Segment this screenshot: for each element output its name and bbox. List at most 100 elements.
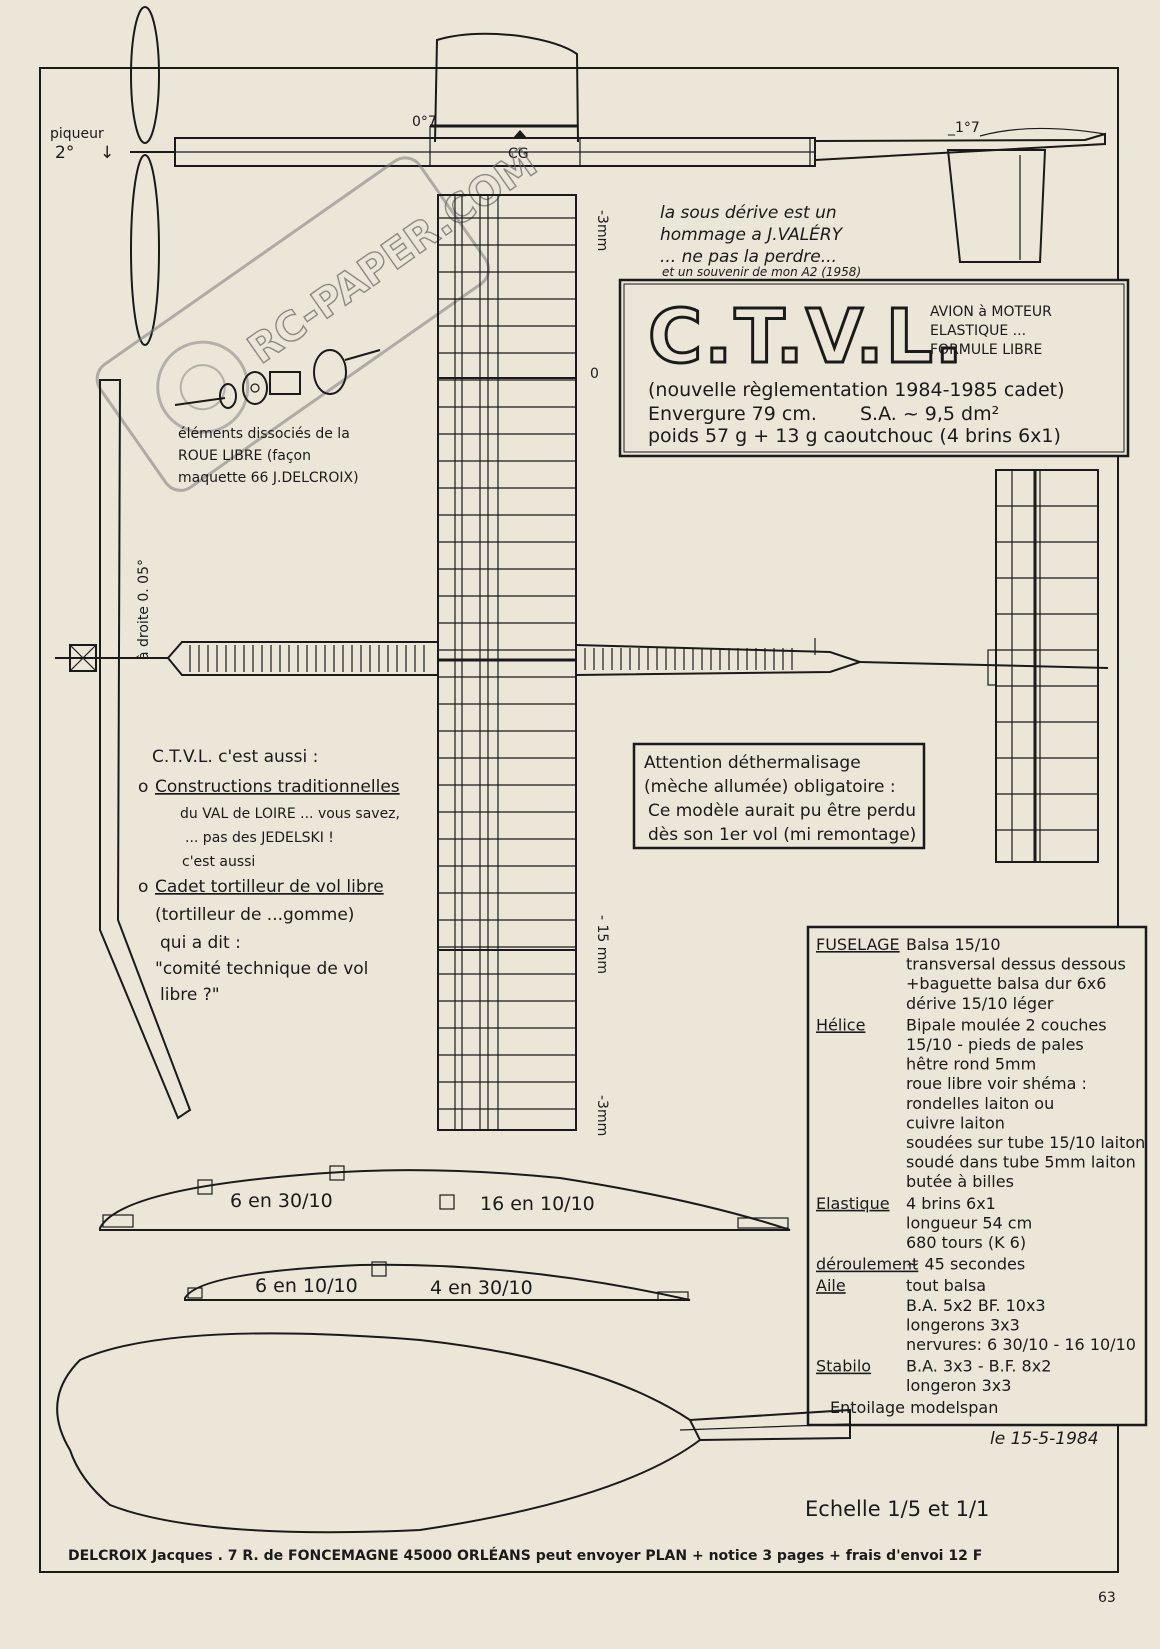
fin-outline <box>434 32 579 143</box>
spec-line: roue libre voir shéma : <box>906 1074 1087 1093</box>
page-frame <box>39 67 1119 1573</box>
wing-dim-tip: - 15 mm <box>594 915 610 974</box>
propeller-blade-top <box>130 6 160 144</box>
spec-line: B.A. 3x3 - B.F. 8x2 <box>906 1357 1051 1376</box>
spec-line: tout balsa <box>906 1276 986 1295</box>
freewheel-line-2: ROUE LIBRE (façon <box>178 448 311 464</box>
wing-dim-center: 0 <box>590 366 599 382</box>
spec-line: soudé dans tube 5mm laiton <box>906 1153 1136 1172</box>
dedication-line-4: et un souvenir de mon A2 (1958) <box>662 265 861 279</box>
rib-small-right: 4 en 30/10 <box>430 1277 533 1299</box>
wing-plan: -3mm 0 - 15 mm -3mm <box>437 194 610 1136</box>
rib-large-right: 16 en 10/10 <box>480 1193 595 1215</box>
spec-label: FUSELAGE <box>816 935 900 954</box>
nose-block <box>69 644 97 672</box>
piqueur-label: piqueur <box>50 126 104 142</box>
ctvl-note: C.T.V.L. c'est aussi : o Constructions t… <box>138 747 400 1005</box>
dt-line-1: Attention déthermalisage <box>644 753 861 773</box>
spec-label: déroulement <box>816 1255 918 1274</box>
sub-fin <box>946 149 1047 263</box>
stamp-text: RC-PAPER.COM <box>240 140 546 373</box>
span-text: Envergure 79 cm. <box>648 403 817 425</box>
spec-line: hêtre rond 5mm <box>906 1055 1036 1074</box>
spec-line: B.A. 5x2 BF. 10x3 <box>906 1296 1046 1315</box>
right-thrust-label: à droite 0. 05° <box>136 559 152 660</box>
footer-address: DELCROIX Jacques . 7 R. de FONCEMAGNE 45… <box>68 1547 982 1564</box>
ctvl-item-3-line-4: "comité technique de vol <box>155 959 368 979</box>
spec-line: nervures: 6 30/10 - 16 10/10 <box>906 1335 1136 1354</box>
spec-line: Bipale moulée 2 couches <box>906 1015 1107 1034</box>
subtitle-line-3: FORMULE LIBRE <box>930 342 1042 358</box>
dt-warning-box: Attention déthermalisage (mèche allumée)… <box>632 742 926 850</box>
dedication-line-2: hommage a J.VALÉRY <box>660 223 844 245</box>
subtitle-line-2: ELASTIQUE ... <box>930 323 1026 339</box>
dedication-note: la sous dérive est un hommage a J.VALÉRY… <box>660 203 861 279</box>
dt-line-3: Ce modèle aurait pu être perdu <box>648 801 916 821</box>
spec-line: rondelles laiton ou <box>906 1094 1054 1113</box>
fuselage-top: à droite 0. 05° <box>55 559 1109 676</box>
spec-line: butée à billes <box>906 1172 1014 1191</box>
freewheel-parts: éléments dissociés de la ROUE LIBRE (faç… <box>174 349 381 486</box>
propeller-blade-plan <box>99 379 192 1120</box>
svg-text:o: o <box>138 877 148 897</box>
spec-line: Entoilage modelspan <box>830 1398 998 1417</box>
spec-label: Aile <box>816 1276 846 1295</box>
freewheel-line-1: éléments dissociés de la <box>178 426 350 442</box>
spec-line: transversal dessus dessous <box>906 955 1126 974</box>
dedication-line-3: ... ne pas la perdre... <box>660 247 837 267</box>
spec-line: ~ 45 secondes <box>906 1255 1025 1274</box>
title-box: C.T.V.L. AVION à MOTEUR ELASTIQUE ... FO… <box>618 278 1130 458</box>
stab-incidence: _1°7 <box>947 120 980 136</box>
ctvl-item-1-line-2: du VAL de LOIRE ... vous savez, <box>180 806 400 822</box>
cg-label: CG <box>508 146 529 162</box>
spec-label: Elastique <box>816 1194 890 1213</box>
side-view: CG piqueur 2° ↓ 0°7 _1°7 <box>50 6 1106 346</box>
spec-line: longeron 3x3 <box>906 1376 1011 1395</box>
propeller-blade-outline <box>56 1332 851 1534</box>
spec-line: 4 brins 6x1 <box>906 1194 996 1213</box>
dt-line-2: (mèche allumée) obligatoire : <box>644 777 896 797</box>
piqueur-value: 2° <box>55 143 74 163</box>
spec-line: longerons 3x3 <box>906 1315 1020 1334</box>
spec-label: Hélice <box>816 1015 865 1034</box>
spec-line: dérive 15/10 léger <box>906 994 1054 1013</box>
ctvl-item-1-line-3: ... pas des JEDELSKI ! <box>185 830 334 846</box>
ctvl-item-3-line-3: qui a dit : <box>160 933 241 953</box>
subtitle-line-1: AVION à MOTEUR <box>930 304 1052 320</box>
plan-date: le 15-5-1984 <box>990 1429 1099 1449</box>
down-arrow-icon: ↓ <box>100 143 114 163</box>
dedication-line-1: la sous dérive est un <box>660 203 837 223</box>
ctvl-item-2: c'est aussi <box>182 854 255 870</box>
spec-line: 15/10 - pieds de pales <box>906 1035 1084 1054</box>
page-number: 63 <box>1098 1590 1116 1606</box>
spec-line: 680 tours (K 6) <box>906 1233 1026 1252</box>
wing-outline <box>437 194 577 1131</box>
spec-line: Balsa 15/10 <box>906 935 1001 954</box>
ctvl-item-3-line-2: (tortilleur de ...gomme) <box>155 905 354 925</box>
rib-large-left: 6 en 30/10 <box>230 1190 333 1212</box>
area-text: S.A. ~ 9,5 dm² <box>860 403 999 425</box>
ctvl-item-3-line-5: libre ?" <box>160 985 220 1005</box>
plan-scale: Echelle 1/5 et 1/1 <box>805 1497 989 1521</box>
spec-label: Stabilo <box>816 1357 871 1376</box>
wing-dim-bottom: -3mm <box>594 1095 610 1136</box>
spec-line: soudées sur tube 15/10 laiton <box>906 1133 1145 1152</box>
ctvl-item-3-line-1: Cadet tortilleur de vol libre <box>155 877 384 897</box>
freewheel-line-3: maquette 66 J.DELCROIX) <box>178 470 359 486</box>
ctvl-item-1-line-1: Constructions traditionnelles <box>155 777 400 797</box>
spec-line: +baguette balsa dur 6x6 <box>906 974 1106 993</box>
stabiliser-plan <box>987 469 1099 863</box>
wing-rib-profile-large: 6 en 30/10 16 en 10/10 <box>99 1165 791 1231</box>
cg-marker <box>513 130 527 138</box>
dt-line-4: dès son 1er vol (mi remontage) <box>648 825 916 845</box>
ctvl-note-title: C.T.V.L. c'est aussi : <box>152 747 318 767</box>
regulation-text: (nouvelle règlementation 1984-1985 cadet… <box>648 379 1065 401</box>
wing-incidence: 0°7 <box>412 114 437 130</box>
title-logo: C.T.V.L. <box>648 294 965 380</box>
wing-rib-profile-small: 6 en 10/10 4 en 30/10 <box>184 1261 691 1301</box>
spec-line: cuivre laiton <box>906 1113 1005 1132</box>
rib-small-left: 6 en 10/10 <box>255 1275 358 1297</box>
svg-text:o: o <box>138 777 148 797</box>
